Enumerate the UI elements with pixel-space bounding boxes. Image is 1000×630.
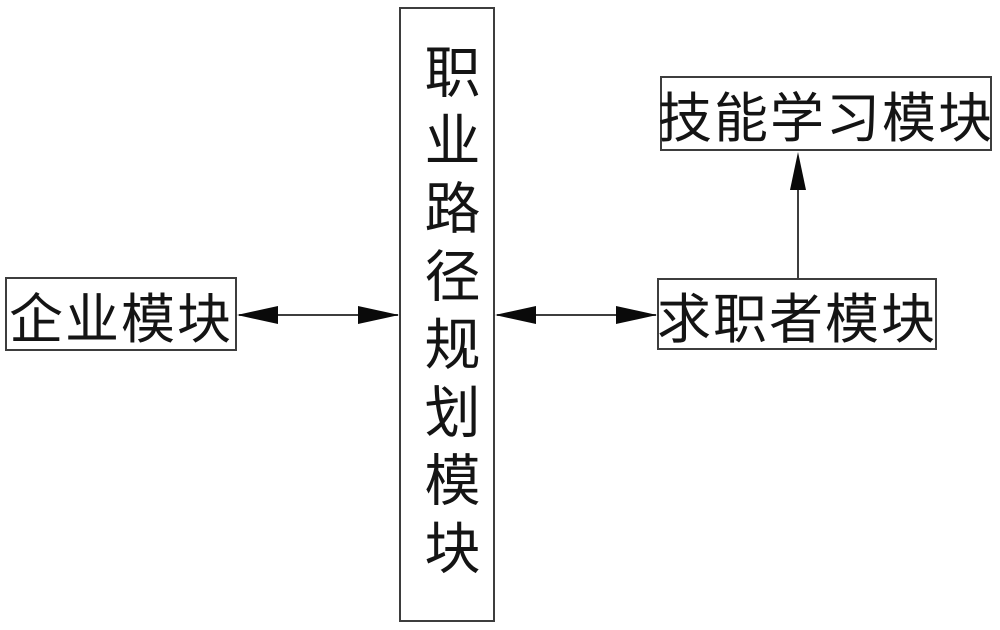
edge-enterprise-to-center-right-arrowhead-icon	[358, 306, 399, 324]
node-career-path-planning-module: 职业路径规划模块	[399, 7, 495, 622]
edge-enterprise-to-center-line	[239, 314, 398, 316]
edge-jobseeker-to-skilllearning-line	[797, 168, 799, 278]
node-job-seeker-module: 求职者模块	[657, 278, 937, 350]
node-career-path-planning-module-label: 职业路径规划模块	[416, 42, 478, 587]
node-skill-learning-module-label: 技能学习模块	[658, 89, 994, 149]
edge-center-to-jobseeker-line	[497, 314, 656, 316]
edge-jobseeker-to-skilllearning-up-arrowhead-icon	[790, 152, 806, 190]
edge-center-to-jobseeker-right-arrowhead-icon	[616, 306, 657, 324]
node-enterprise-module: 企业模块	[5, 277, 237, 351]
edge-enterprise-to-center-left-arrowhead-icon	[237, 306, 278, 324]
node-skill-learning-module: 技能学习模块	[658, 76, 994, 151]
node-enterprise-module-label: 企业模块	[9, 289, 233, 350]
node-job-seeker-module-label: 求职者模块	[657, 289, 937, 350]
edge-center-to-jobseeker-left-arrowhead-icon	[495, 306, 536, 324]
